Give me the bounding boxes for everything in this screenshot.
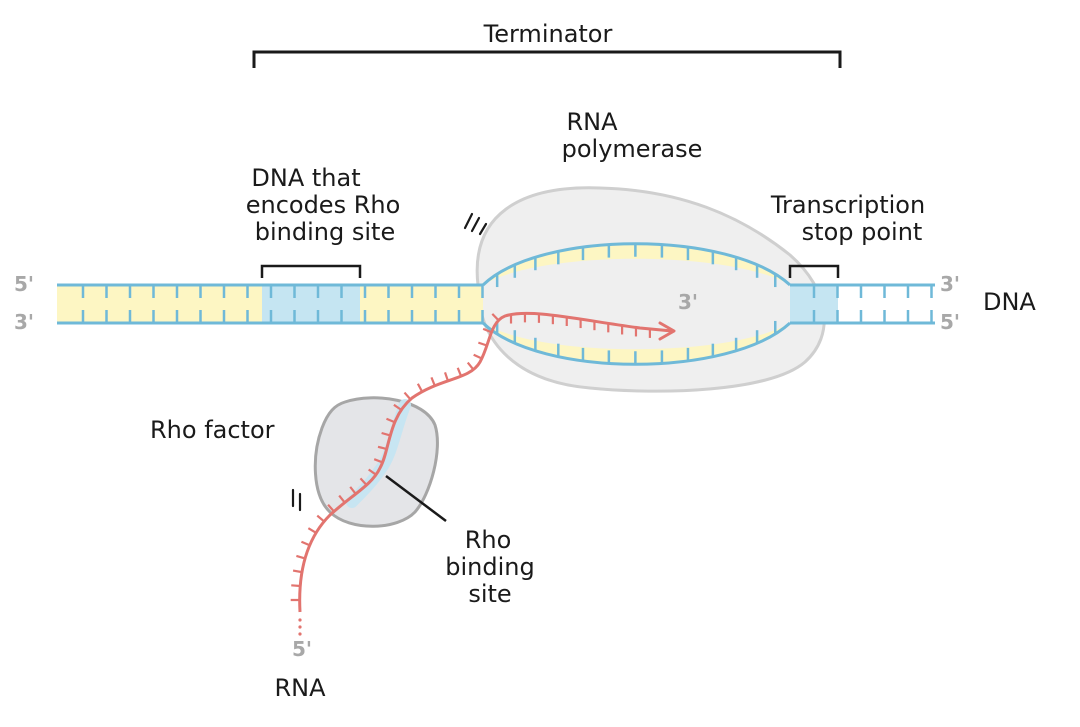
rna-base bbox=[291, 584, 301, 588]
rna-base bbox=[482, 327, 492, 334]
rna-base bbox=[403, 391, 412, 401]
dna-rho-label-line1: DNA that bbox=[251, 164, 360, 192]
rna-polymerase-label-line2: polymerase bbox=[562, 135, 703, 163]
rna-base bbox=[316, 514, 325, 523]
rna-base bbox=[430, 376, 436, 387]
dna-rho-label-line3: binding site bbox=[255, 218, 395, 246]
rho-encoding-bracket bbox=[260, 264, 362, 278]
rna-base bbox=[393, 403, 402, 411]
rna-base bbox=[416, 383, 424, 393]
rna-base bbox=[491, 313, 500, 322]
rna-base bbox=[386, 417, 396, 424]
rna-polymerase-label-line1: RNA bbox=[566, 108, 618, 136]
rho-site-label-line3: site bbox=[468, 580, 511, 608]
rho-site-pointer bbox=[385, 475, 447, 522]
rna-base bbox=[292, 569, 303, 574]
dna-label: DNA bbox=[983, 288, 1036, 316]
dna-right-duplex bbox=[790, 283, 935, 325]
terminator-label: Terminator bbox=[483, 20, 613, 48]
terminator-bracket bbox=[252, 50, 842, 68]
rna-label: RNA bbox=[274, 674, 326, 702]
rho-factor bbox=[313, 396, 439, 528]
dna-left-duplex bbox=[57, 283, 484, 325]
rho-motion-marks bbox=[291, 488, 302, 512]
rna-arrowhead bbox=[658, 321, 676, 341]
end-top-left: 5' bbox=[14, 272, 34, 296]
rna-base bbox=[307, 527, 317, 534]
stop-label-line2: stop point bbox=[802, 218, 923, 246]
stop-point-bracket bbox=[788, 264, 840, 278]
rho-site-label-line2: binding bbox=[445, 553, 534, 581]
rna-strand bbox=[298, 311, 673, 613]
rho-encoding-region-fill bbox=[262, 285, 360, 323]
rna-base bbox=[443, 372, 449, 382]
dna-right-base-pairs bbox=[812, 285, 933, 323]
stop-label-line1: Transcription bbox=[770, 191, 925, 219]
rho-factor-label: Rho factor bbox=[150, 416, 275, 444]
rna-base bbox=[327, 503, 335, 513]
bubble-bottom-strand bbox=[481, 321, 792, 366]
end-top-right: 3' bbox=[940, 272, 960, 296]
rna-5prime-label: 5' bbox=[292, 637, 312, 661]
bubble-top-strand bbox=[481, 242, 792, 287]
rna-base bbox=[381, 431, 391, 437]
end-bottom-right: 5' bbox=[940, 310, 960, 334]
dna-rho-label-line2: encodes Rho bbox=[246, 191, 401, 219]
rna-dotted-tail bbox=[298, 618, 302, 636]
transcription-bubble bbox=[481, 242, 792, 366]
rho-site-label-line1: Rho bbox=[465, 526, 512, 554]
rna-base bbox=[300, 540, 311, 547]
rna-base bbox=[296, 554, 306, 560]
polymerase-motion-marks bbox=[463, 212, 488, 236]
end-bottom-left: 3' bbox=[14, 310, 34, 334]
rna-base bbox=[338, 494, 346, 504]
rna-3prime-label: 3' bbox=[678, 290, 698, 314]
dna-left-base-pairs bbox=[81, 285, 484, 323]
